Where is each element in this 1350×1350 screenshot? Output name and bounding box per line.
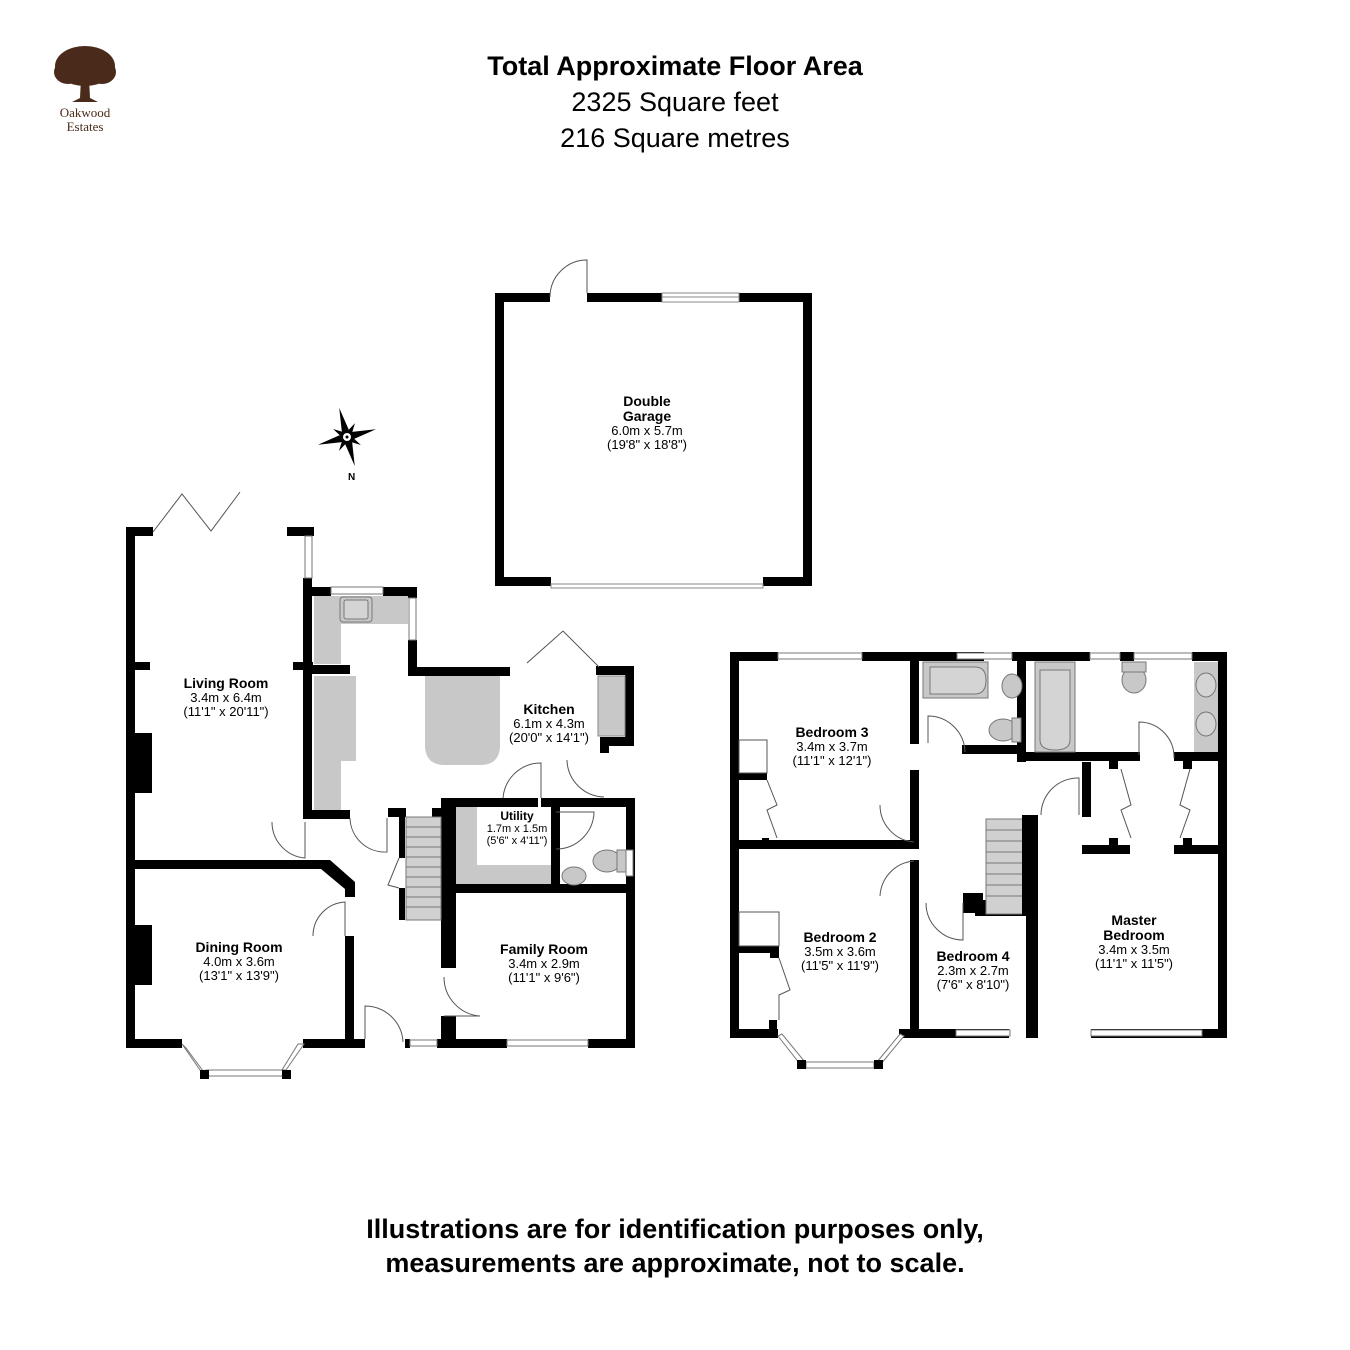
room-name: Bedroom xyxy=(1103,927,1165,943)
room-name: Bedroom 4 xyxy=(936,948,1010,964)
ground-floor-walls xyxy=(126,527,635,1048)
room-name: Dining Room xyxy=(195,939,283,955)
ground-floor-fixtures xyxy=(314,596,627,921)
room-name: Garage xyxy=(622,408,672,424)
room-imperial-size: (20'0" x 14'1") xyxy=(509,730,589,745)
floor-area-header: Total Approximate Floor Area 2325 Square… xyxy=(0,48,1350,156)
garage-walls xyxy=(495,259,812,589)
room-imperial-size: (7'6" x 8'10") xyxy=(936,977,1010,992)
room-name: Utility xyxy=(500,809,534,823)
room-metric-size: 1.7m x 1.5m xyxy=(486,823,548,835)
room-metric-size: 4.0m x 3.6m xyxy=(203,954,275,969)
disclaimer-line-2: measurements are approximate, not to sca… xyxy=(385,1248,965,1278)
room-imperial-size: (11'1" x 9'6") xyxy=(508,970,580,985)
room-name: Bedroom 3 xyxy=(795,724,869,740)
page-title: Total Approximate Floor Area xyxy=(487,51,863,81)
oak-tree-icon xyxy=(54,46,116,102)
disclaimer: Illustrations are for identification pur… xyxy=(0,1212,1350,1280)
room-name: Living Room xyxy=(183,675,269,691)
room-imperial-size: (19'8" x 18'8") xyxy=(607,437,687,452)
room-metric-size: 3.4m x 2.9m xyxy=(508,956,580,971)
room-imperial-size: (11'1" x 11'5") xyxy=(1094,956,1174,971)
ground-floor-door-swings xyxy=(152,491,605,1043)
room-label-bedroom-4: Bedroom 4 2.3m x 2.7m (7'6" x 8'10") xyxy=(936,949,1009,992)
room-metric-size: 3.5m x 3.6m xyxy=(804,944,876,959)
room-name: Family Room xyxy=(500,941,588,957)
room-label-kitchen: Kitchen 6.1m x 4.3m (20'0" x 14'1") xyxy=(509,702,589,745)
room-name: Double xyxy=(623,393,671,409)
room-metric-size: 6.0m x 5.7m xyxy=(611,423,683,438)
disclaimer-line-1: Illustrations are for identification pur… xyxy=(366,1214,984,1244)
area-square-metres: 216 Square metres xyxy=(560,123,790,153)
area-square-feet: 2325 Square feet xyxy=(571,87,779,117)
first-floor-door-swings xyxy=(738,715,1191,1020)
room-metric-size: 3.4m x 3.5m xyxy=(1098,942,1170,957)
room-name: Kitchen xyxy=(523,701,575,717)
room-label-bedroom-2: Bedroom 2 3.5m x 3.6m (11'5" x 11'9") xyxy=(801,930,879,973)
room-name: Master xyxy=(1111,912,1157,928)
compass-north-label: N xyxy=(348,472,356,483)
room-label-living-room: Living Room 3.4m x 6.4m (11'1" x 20'11") xyxy=(183,676,268,719)
room-imperial-size: (11'1" x 12'1") xyxy=(792,753,872,768)
first-floor-openings xyxy=(777,652,1203,1069)
room-label-master-bedroom: Master Bedroom 3.4m x 3.5m (11'1" x 11'5… xyxy=(1095,913,1173,971)
first-floor-fixtures xyxy=(922,661,1218,915)
room-name: Bedroom 2 xyxy=(803,929,877,945)
room-imperial-size: (11'1" x 20'11") xyxy=(183,704,269,719)
room-label-double-garage: Double Garage 6.0m x 5.7m (19'8" x 18'8"… xyxy=(607,394,687,452)
room-metric-size: 3.4m x 3.7m xyxy=(796,739,868,754)
room-label-bedroom-3: Bedroom 3 3.4m x 3.7m (11'1" x 12'1") xyxy=(793,725,872,768)
room-label-family-room: Family Room 3.4m x 2.9m (11'1" x 9'6") xyxy=(500,942,588,985)
brand-name-line1: Oakwood xyxy=(59,105,111,120)
room-label-utility: Utility 1.7m x 1.5m (5'6" x 4'11") xyxy=(486,809,548,848)
ground-floor-openings xyxy=(181,535,634,1077)
room-imperial-size: (13'1" x 13'9") xyxy=(199,968,279,983)
compass-rose-icon xyxy=(318,408,376,466)
room-label-dining-room: Dining Room 4.0m x 3.6m (13'1" x 13'9") xyxy=(195,940,282,983)
room-metric-size: 3.4m x 6.4m xyxy=(190,690,262,705)
brand-name-line2: Estates xyxy=(66,119,104,134)
brand-logo: Oakwood Estates xyxy=(40,44,130,134)
room-metric-size: 2.3m x 2.7m xyxy=(937,963,1009,978)
room-imperial-size: (11'5" x 11'9") xyxy=(800,958,880,973)
room-imperial-size: (5'6" x 4'11") xyxy=(486,835,548,847)
room-metric-size: 6.1m x 4.3m xyxy=(513,716,585,731)
